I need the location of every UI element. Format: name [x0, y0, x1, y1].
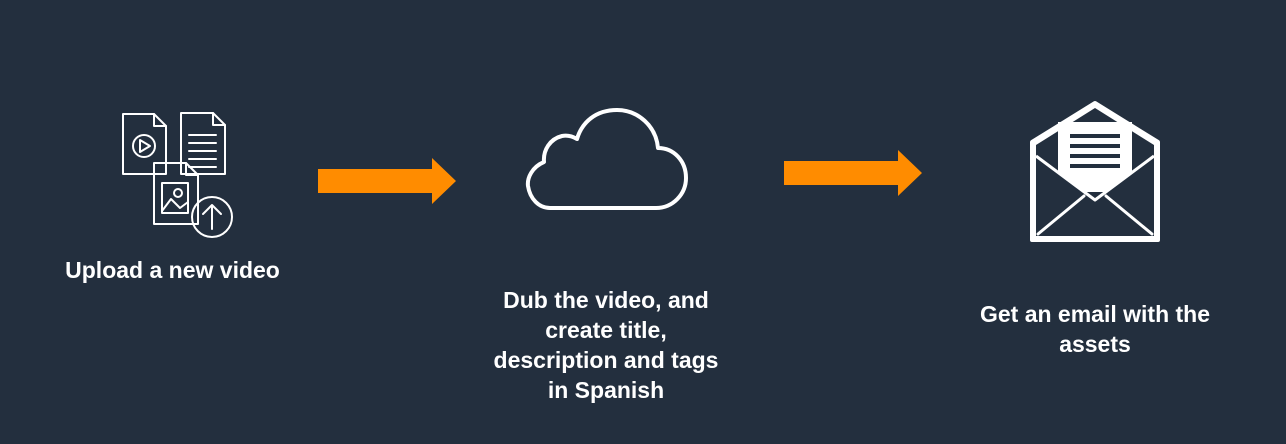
- arrow-right-icon: [784, 148, 922, 198]
- email-envelope-icon: [1030, 100, 1160, 242]
- step-label-dub: Dub the video, and create title, descrip…: [493, 287, 719, 403]
- step-label-email: Get an email with the assets: [979, 301, 1211, 357]
- cloud-icon: [522, 102, 692, 214]
- arrow-right-icon: [318, 156, 456, 206]
- upload-files-icon: [118, 108, 240, 242]
- step-label-upload: Upload a new video: [65, 257, 280, 283]
